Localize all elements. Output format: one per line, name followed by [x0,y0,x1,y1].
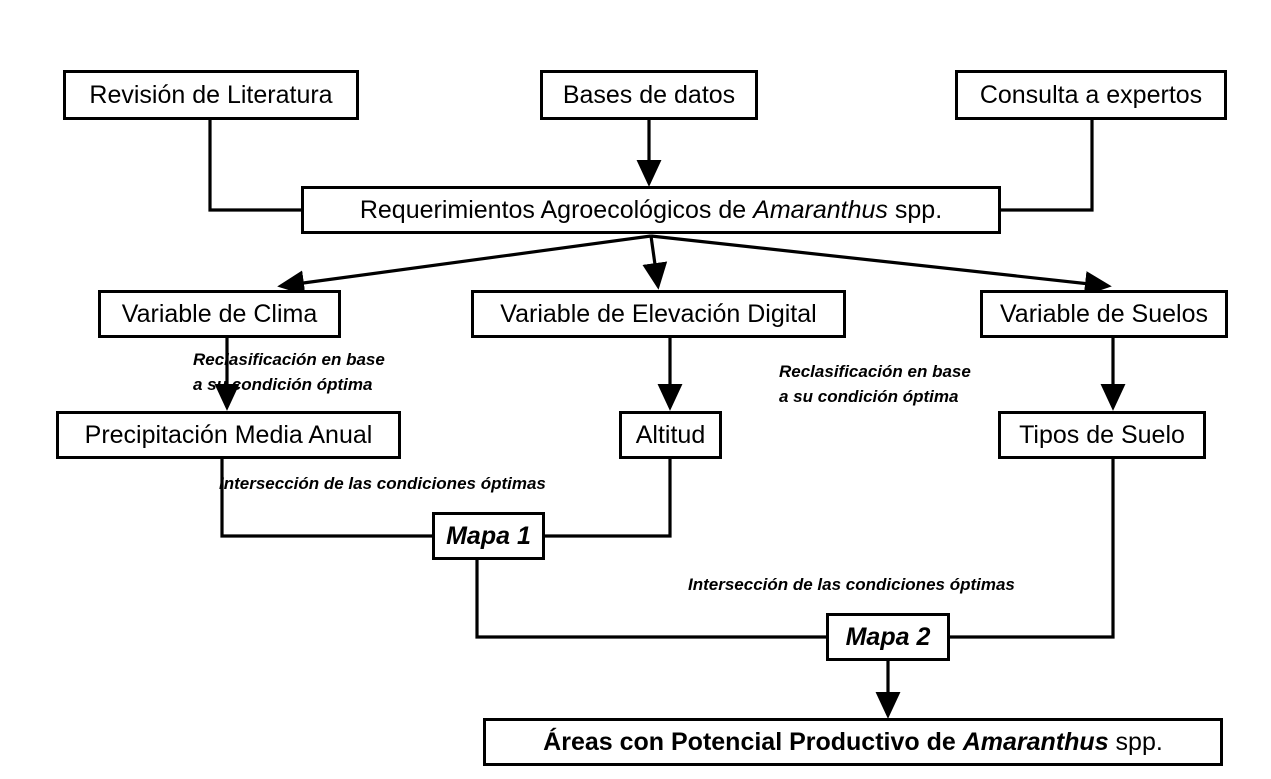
annotation-line-1: Intersección de las condiciones óptimas [688,575,1015,594]
node-label: Variable de Clima [121,299,318,328]
node-label: Variable de Elevación Digital [500,299,817,328]
node-label: Bases de datos [562,80,736,109]
node-bases-de-datos[interactable]: Bases de datos [540,70,758,120]
node-label: Tipos de Suelo [1019,420,1185,449]
node-label-group: Áreas con Potencial Productivo de Amaran… [543,729,1163,755]
edge-requerimientos-to-elevacion [642,235,668,290]
node-mapa-2[interactable]: Mapa 2 [826,613,950,661]
species-name-italic: Amaranthus [753,195,888,224]
node-label: Variable de Suelos [999,299,1208,328]
annotation-line-2: a su condición óptima [779,386,959,406]
annotation-interseccion-mapa1: Intersección de las condiciones óptimas [219,472,546,497]
node-label-group: Requerimientos Agroecológicos de Amarant… [360,197,942,223]
annotation-reclasificacion-clima: Reclasificación en base a su condición ó… [193,348,385,397]
edge-precipitacion-to-mapa1 [220,459,432,538]
node-label: Revisión de Literatura [89,80,333,109]
annotation-line-1: Intersección de las condiciones óptimas [219,474,546,493]
node-variable-de-elevacion-digital[interactable]: Variable de Elevación Digital [471,290,846,338]
node-altitud[interactable]: Altitud [619,411,722,459]
annotation-line-2: a su condición óptima [193,374,373,394]
edge-altitud-to-mapa1 [545,459,672,538]
node-areas-con-potencial-productivo[interactable]: Áreas con Potencial Productivo de Amaran… [483,718,1223,766]
node-label: Consulta a expertos [979,80,1203,109]
species-name-italic: Amaranthus [962,727,1109,756]
node-variable-de-clima[interactable]: Variable de Clima [98,290,341,338]
edge-requerimientos-to-suelos [650,234,1112,296]
node-label-prefix: Áreas con Potencial Productivo de [543,727,963,756]
node-label: Precipitación Media Anual [84,420,373,449]
edge-revision-to-requerimientos [208,120,301,212]
node-revision-de-literatura[interactable]: Revisión de Literatura [63,70,359,120]
edge-mapa1-to-mapa2 [475,560,826,639]
annotation-reclasificacion-suelos: Reclasificación en base a su condición ó… [779,360,971,409]
edge-consulta-to-requerimientos [1001,120,1094,212]
node-label-prefix: Requerimientos Agroecológicos de [359,195,754,224]
node-label: Mapa 1 [446,521,531,550]
node-variable-de-suelos[interactable]: Variable de Suelos [980,290,1228,338]
node-consulta-a-expertos[interactable]: Consulta a expertos [955,70,1227,120]
node-precipitacion-media-anual[interactable]: Precipitación Media Anual [56,411,401,459]
node-label-suffix: spp. [887,195,943,224]
node-requerimientos-agroecologicos[interactable]: Requerimientos Agroecológicos de Amarant… [301,186,1001,234]
node-label: Mapa 2 [845,622,931,651]
node-mapa-1[interactable]: Mapa 1 [432,512,545,560]
node-label-suffix: spp. [1108,727,1163,756]
annotation-line-1: Reclasificación en base [193,350,385,369]
node-label: Altitud [635,420,706,449]
edge-requerimientos-to-clima [277,234,652,296]
annotation-line-1: Reclasificación en base [779,362,971,381]
edge-tiposuelo-to-mapa2 [950,459,1115,639]
annotation-interseccion-mapa2: Intersección de las condiciones óptimas [688,573,1015,598]
node-tipos-de-suelo[interactable]: Tipos de Suelo [998,411,1206,459]
